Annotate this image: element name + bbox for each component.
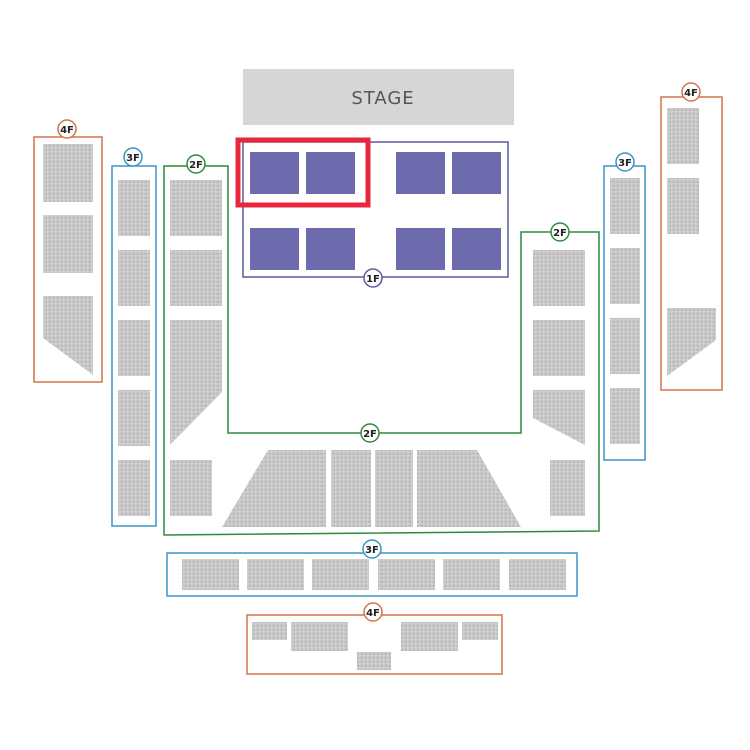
3f-right-section-1[interactable] [610, 178, 640, 234]
4f-right-section-3[interactable] [667, 308, 716, 376]
3f-left-section-3[interactable] [118, 320, 150, 376]
stage: STAGE [243, 69, 514, 125]
svg-text:3F: 3F [618, 158, 632, 169]
2f-center-section-3[interactable] [375, 450, 413, 527]
3f-back-section-5[interactable] [443, 559, 500, 590]
2f-left-section-2[interactable] [170, 250, 222, 306]
zone-2f: 2F 2F 2F [163, 154, 600, 536]
floor-badge-1f: 1F [363, 268, 383, 288]
svg-text:4F: 4F [60, 125, 74, 136]
svg-text:2F: 2F [189, 160, 203, 171]
floor-badge-4f-right: 4F [681, 82, 701, 102]
floor-badge-3f-back: 3F [362, 539, 382, 559]
3f-back-section-6[interactable] [509, 559, 566, 590]
svg-text:2F: 2F [553, 228, 567, 239]
4f-left-section-2[interactable] [43, 215, 93, 273]
2f-left-section-1[interactable] [170, 180, 222, 236]
zone-1f: 1F [235, 137, 509, 288]
floor-badge-2f-left: 2F [186, 154, 206, 174]
2f-right-section-1[interactable] [533, 250, 585, 306]
floor-section-b1[interactable] [250, 228, 299, 270]
3f-left-section-4[interactable] [118, 390, 150, 446]
svg-text:1F: 1F [366, 274, 380, 285]
2f-right-section-2[interactable] [533, 320, 585, 376]
floor-section-a3[interactable] [396, 152, 445, 194]
3f-left-section-2[interactable] [118, 250, 150, 306]
2f-right-section-4[interactable] [550, 460, 585, 516]
4f-back-section-1[interactable] [252, 622, 287, 640]
zone-3f: 3F 3F 3F [111, 147, 646, 597]
3f-back-section-1[interactable] [182, 559, 239, 590]
3f-left-section-1[interactable] [118, 180, 150, 236]
4f-right-section-1[interactable] [667, 108, 699, 164]
floor-section-a2[interactable] [306, 152, 355, 194]
2f-left-section-4[interactable] [170, 460, 212, 516]
floor-section-a1[interactable] [250, 152, 299, 194]
4f-back-section-3[interactable] [401, 622, 458, 651]
floor-badge-2f-center: 2F [360, 423, 380, 443]
3f-back-section-3[interactable] [312, 559, 369, 590]
stage-label: STAGE [351, 88, 414, 109]
floor-badge-4f-left: 4F [57, 119, 77, 139]
2f-right-section-3[interactable] [533, 390, 585, 445]
3f-left-section-5[interactable] [118, 460, 150, 516]
3f-back-section-2[interactable] [247, 559, 304, 590]
4f-right-section-2[interactable] [667, 178, 699, 234]
2f-center-section-1[interactable] [222, 450, 326, 527]
floor-section-b2[interactable] [306, 228, 355, 270]
svg-text:4F: 4F [366, 608, 380, 619]
2f-center-section-4[interactable] [417, 450, 521, 527]
3f-right-section-3[interactable] [610, 318, 640, 374]
svg-text:3F: 3F [126, 153, 140, 164]
floor-section-b3[interactable] [396, 228, 445, 270]
floor-badge-3f-left: 3F [123, 147, 143, 167]
svg-text:3F: 3F [365, 545, 379, 556]
floor-badge-2f-right: 2F [550, 222, 570, 242]
3f-right-section-4[interactable] [610, 388, 640, 444]
floor-badge-4f-back: 4F [363, 602, 383, 622]
3f-back-section-4[interactable] [378, 559, 435, 590]
4f-back-section-5[interactable] [357, 652, 391, 670]
floor-section-a4[interactable] [452, 152, 501, 194]
floor-badge-3f-right: 3F [615, 152, 635, 172]
selected-sections-highlight [235, 137, 371, 208]
zone-4f: 4F 4F 4F [33, 82, 723, 675]
2f-center-section-2[interactable] [331, 450, 371, 527]
svg-text:2F: 2F [363, 429, 377, 440]
2f-left-section-3[interactable] [170, 320, 222, 445]
floor-section-b4[interactable] [452, 228, 501, 270]
svg-text:4F: 4F [684, 88, 698, 99]
4f-back-section-2[interactable] [291, 622, 348, 651]
4f-back-section-4[interactable] [462, 622, 498, 640]
4f-left-section-3[interactable] [43, 296, 93, 375]
4f-left-section-1[interactable] [43, 144, 93, 202]
3f-right-section-2[interactable] [610, 248, 640, 304]
